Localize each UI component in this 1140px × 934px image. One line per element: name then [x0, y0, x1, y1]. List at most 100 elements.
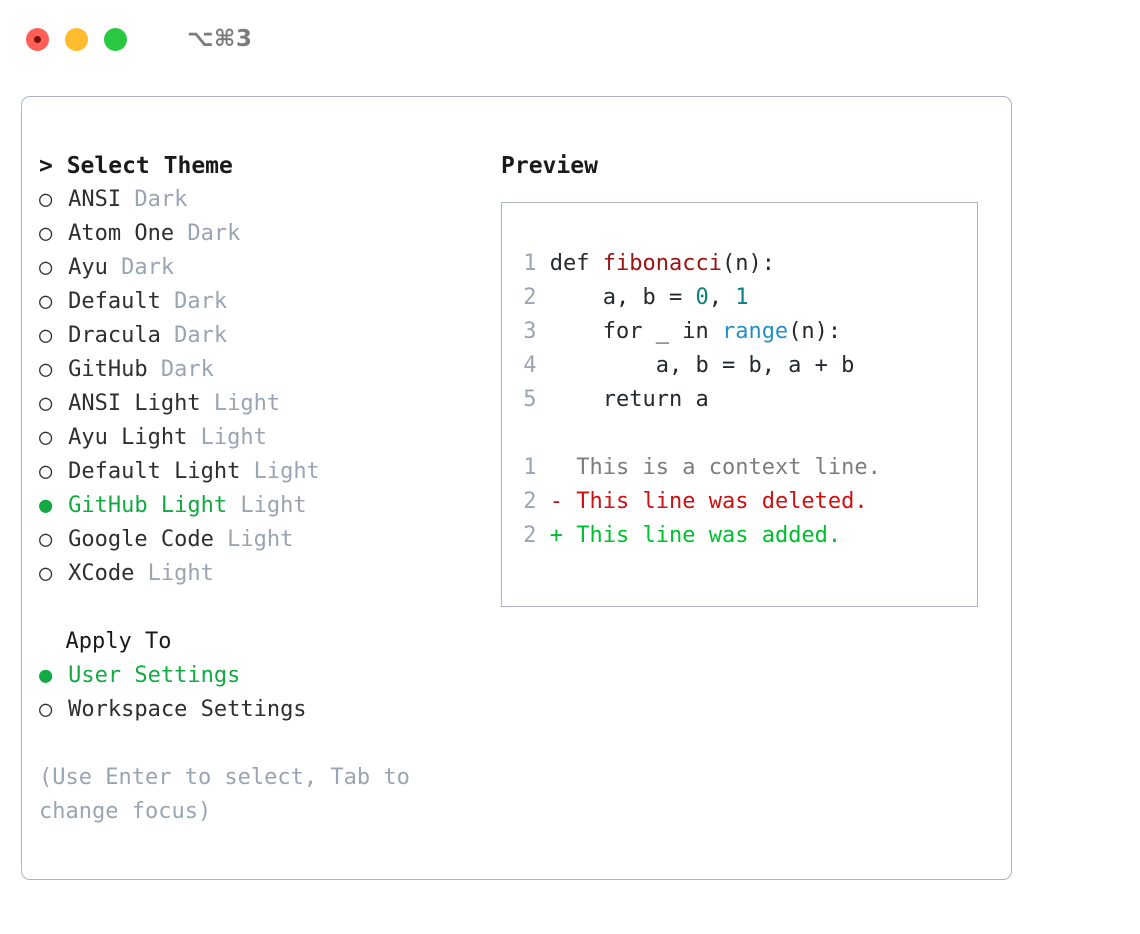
diff-line-text: This is a context line.: [576, 455, 881, 480]
theme-variant-label: Dark: [187, 221, 241, 246]
code-token-plain: (n):: [721, 251, 775, 276]
theme-variant-label: Dark: [174, 289, 228, 314]
theme-name-label: ANSI Light: [68, 391, 201, 416]
theme-variant-label: Dark: [134, 187, 188, 212]
diff-line-number: 2: [523, 523, 537, 548]
diff-marker: [550, 455, 577, 480]
radio-selected-icon: ●: [39, 663, 53, 688]
diff-line-deleted: 2- This line was deleted.: [502, 485, 977, 519]
code-line: 3 for _ in range(n):: [502, 315, 977, 349]
radio-unselected-icon: ○: [39, 561, 53, 586]
code-token-plain: a, b = b, a + b: [549, 353, 855, 378]
diff-marker: -: [549, 489, 577, 514]
theme-list-item[interactable]: ○ Google Code Light: [39, 523, 489, 557]
diff-line-text: This line was deleted.: [576, 489, 868, 514]
spacer: [502, 417, 977, 451]
theme-name-label: Default: [68, 289, 161, 314]
theme-list-item[interactable]: ○ ANSI Dark: [39, 183, 489, 217]
code-line: 1 def fibonacci(n):: [502, 247, 977, 281]
code-token-plain: return a: [549, 387, 709, 412]
code-line-number: 2: [523, 285, 537, 310]
theme-name-label: Dracula: [68, 323, 161, 348]
theme-name-label: XCode: [68, 561, 135, 586]
code-token-plain: (n):: [788, 319, 842, 344]
theme-variant-label: Dark: [121, 255, 175, 280]
code-token-plain: def: [549, 251, 603, 276]
theme-variant-label: Dark: [174, 323, 228, 348]
radio-unselected-icon: ○: [39, 391, 53, 416]
code-token-plain: a, b =: [549, 285, 696, 310]
theme-variant-label: Light: [253, 459, 320, 484]
theme-picker-header: > Select Theme: [39, 153, 233, 179]
radio-unselected-icon: ○: [39, 255, 53, 280]
code-line-number: 1: [523, 251, 537, 276]
radio-selected-icon: ●: [39, 493, 53, 518]
theme-name-label: GitHub Light: [68, 493, 228, 518]
code-line: 2 a, b = 0, 1: [502, 281, 977, 315]
theme-variant-label: Dark: [160, 357, 214, 382]
theme-list-item[interactable]: ○ GitHub Dark: [39, 353, 489, 387]
theme-list-item[interactable]: ○ Atom One Dark: [39, 217, 489, 251]
theme-list-item[interactable]: ○ ANSI Light Light: [39, 387, 489, 421]
theme-name-label: Google Code: [68, 527, 214, 552]
apply-to-option-label: User Settings: [68, 663, 241, 688]
diff-line-added: 2 + This line was added.: [502, 519, 977, 553]
radio-unselected-icon: ○: [39, 221, 53, 246]
apply-to-option[interactable]: ● User Settings: [39, 659, 489, 693]
diff-line-context: 1 This is a context line.: [502, 451, 977, 485]
code-token-num: 0: [695, 285, 709, 310]
code-token-fn: fibonacci: [602, 251, 722, 276]
theme-list-item[interactable]: ○ Ayu Dark: [39, 251, 489, 285]
theme-variant-label: Light: [147, 561, 214, 586]
code-line-number: 4: [523, 353, 537, 378]
code-line: 4 a, b = b, a + b: [502, 349, 977, 383]
apply-to-header: Apply To: [39, 629, 172, 654]
diff-line-number: 2: [523, 489, 537, 514]
theme-variant-label: Light: [200, 425, 267, 450]
theme-variant-label: Light: [227, 527, 294, 552]
theme-list-item[interactable]: ○ Default Dark: [39, 285, 489, 319]
main-panel: > Select Theme ○ ANSI Dark○ Atom One Dar…: [21, 96, 1012, 880]
code-line-number: 5: [523, 387, 537, 412]
apply-to-option[interactable]: ○ Workspace Settings: [39, 693, 489, 727]
radio-unselected-icon: ○: [39, 527, 53, 552]
theme-list-item[interactable]: ○ XCode Light: [39, 557, 489, 591]
apply-to-list: ● User Settings○ Workspace Settings: [39, 659, 489, 727]
keyboard-hint-text: (Use Enter to select, Tab to change focu…: [39, 765, 424, 824]
minimize-button-icon[interactable]: [65, 27, 88, 51]
diff-marker: +: [549, 523, 577, 548]
close-button-icon[interactable]: [26, 27, 49, 51]
radio-unselected-icon: ○: [39, 289, 53, 314]
diff-line-text: This line was added.: [576, 523, 842, 548]
theme-list: ○ ANSI Dark○ Atom One Dark○ Ayu Dark○ De…: [39, 183, 489, 591]
code-token-plain: ,: [708, 285, 736, 310]
theme-name-label: Atom One: [68, 221, 175, 246]
diff-sample: 1 This is a context line.2- This line wa…: [502, 451, 977, 553]
radio-unselected-icon: ○: [39, 357, 53, 382]
theme-list-item[interactable]: ○ Default Light Light: [39, 455, 489, 489]
keyboard-shortcut-label: ⌥⌘3: [187, 26, 253, 52]
theme-name-label: Ayu: [68, 255, 108, 280]
code-token-plain: for _ in: [549, 319, 722, 344]
theme-list-item[interactable]: ○ Ayu Light Light: [39, 421, 489, 455]
theme-picker-column: > Select Theme ○ ANSI Dark○ Atom One Dar…: [39, 149, 489, 829]
theme-list-item[interactable]: ○ Dracula Dark: [39, 319, 489, 353]
diff-line-number: 1: [523, 455, 537, 480]
theme-name-label: Default Light: [68, 459, 241, 484]
theme-list-item[interactable]: ● GitHub Light Light: [39, 489, 489, 523]
theme-name-label: ANSI: [68, 187, 122, 212]
code-token-kw: range: [721, 319, 789, 344]
radio-unselected-icon: ○: [39, 459, 53, 484]
traffic-lights: [26, 27, 127, 51]
zoom-button-icon[interactable]: [104, 27, 127, 51]
theme-variant-label: Light: [213, 391, 281, 416]
theme-name-label: GitHub: [68, 357, 148, 382]
spacer: [39, 591, 489, 625]
theme-name-label: Ayu Light: [68, 425, 188, 450]
radio-unselected-icon: ○: [39, 697, 53, 722]
window-titlebar: ⌥⌘3: [0, 0, 1140, 78]
